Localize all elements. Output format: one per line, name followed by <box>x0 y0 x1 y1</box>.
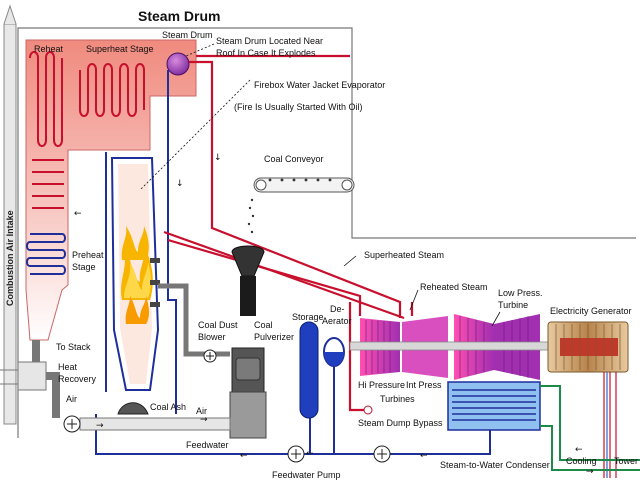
pointer-lines <box>139 43 251 191</box>
label-int-press: Int Press <box>406 380 442 390</box>
label-low-press-2: Turbine <box>498 300 528 310</box>
boiler-flue-region <box>25 39 197 341</box>
label-low-press-1: Low Press. <box>498 288 543 298</box>
label-generator: Electricity Generator <box>550 306 632 316</box>
label-superheated-steam: Superheated Steam <box>364 250 444 260</box>
svg-text:→: → <box>200 415 208 425</box>
note-firebox-oil: (Fire Is Usually Started With Oil) <box>234 102 363 112</box>
storage-tank <box>299 321 319 419</box>
label-combustion-air-intake: Combustion Air Intake <box>5 210 15 306</box>
label-deaerator-1: De- <box>330 304 345 314</box>
label-tower: Tower <box>614 456 638 466</box>
label-hi-pressure: Hi Pressure <box>358 380 405 390</box>
label-coal-ash: Coal Ash <box>150 402 186 412</box>
svg-text:→: → <box>96 421 104 431</box>
label-storage: Storage <box>292 312 324 322</box>
label-feedwater: Feedwater <box>186 440 229 450</box>
coal-pulverizer <box>229 245 267 439</box>
label-coal-conveyor: Coal Conveyor <box>264 154 324 164</box>
label-reheat: Reheat <box>34 44 64 54</box>
condenser <box>447 381 640 471</box>
svg-text:←: ← <box>575 445 583 455</box>
label-air-right: Air <box>196 406 207 416</box>
svg-text:←: ← <box>420 451 428 461</box>
turbines <box>349 314 577 380</box>
note-firebox: Firebox Water Jacket Evaporator <box>254 80 385 90</box>
electricity-generator <box>547 321 629 478</box>
label-coal-pulverizer-1: Coal <box>254 320 273 330</box>
intake-top <box>3 4 17 25</box>
svg-text:←: ← <box>306 449 314 459</box>
label-heat-recovery-1: Heat <box>58 362 78 372</box>
label-cooling: Cooling <box>566 456 597 466</box>
solid-pointers <box>343 255 501 327</box>
coal-conveyor <box>247 177 355 234</box>
note-drum-location-1: Steam Drum Located Near <box>216 36 323 46</box>
label-reheated-steam: Reheated Steam <box>420 282 488 292</box>
preheat-coils <box>26 233 66 275</box>
air-fan <box>63 415 81 433</box>
feedwater-pump-right <box>373 445 391 463</box>
steam-lines <box>163 54 414 412</box>
note-drum-location-2: Roof In Case It Explodes <box>216 48 316 58</box>
label-to-stack: To Stack <box>56 342 91 352</box>
label-steam-dump-bypass: Steam Dump Bypass <box>358 418 443 428</box>
label-steam-drum: Steam Drum <box>162 30 213 40</box>
label-superheat-stage: Superheat Stage <box>86 44 154 54</box>
deaerator-water <box>324 352 344 366</box>
furnace-flames <box>121 226 153 324</box>
svg-text:←: ← <box>74 209 82 219</box>
superheat-coils <box>79 63 145 117</box>
label-deaerator-2: Aerator <box>322 316 352 326</box>
downcomer-tubes <box>105 70 177 392</box>
label-coal-pulverizer-2: Pulverizer <box>254 332 294 342</box>
building-outline <box>17 27 636 438</box>
svg-text:↓: ↓ <box>176 179 184 189</box>
dump-valve <box>363 405 373 415</box>
coal-ash-pile <box>117 402 149 415</box>
coal-dust-blower <box>158 283 230 363</box>
label-preheat-2: Stage <box>72 262 96 272</box>
label-condenser: Steam-to-Water Condenser <box>440 460 550 470</box>
steam-drum <box>166 52 190 76</box>
label-coal-dust-2: Blower <box>198 332 226 342</box>
flow-arrows: ↓ ↓ ← ← ← ← → → ← → <box>74 153 594 477</box>
svg-text:↓: ↓ <box>214 153 222 163</box>
label-coal-dust-1: Coal Dust <box>198 320 238 330</box>
burner-nozzles <box>150 258 160 307</box>
label-preheat-1: Preheat <box>72 250 104 260</box>
label-air-left: Air <box>66 394 77 404</box>
label-heat-recovery-2: Recovery <box>58 374 97 384</box>
svg-text:←: ← <box>240 451 248 461</box>
air-ducts <box>0 340 231 431</box>
label-turbines: Turbines <box>380 394 415 404</box>
diagram-title: Steam Drum <box>138 8 220 24</box>
svg-text:→: → <box>586 467 594 477</box>
label-feedwater-pump: Feedwater Pump <box>272 470 341 480</box>
reheat-coils <box>29 51 64 209</box>
feedwater-pump-left <box>287 445 305 463</box>
